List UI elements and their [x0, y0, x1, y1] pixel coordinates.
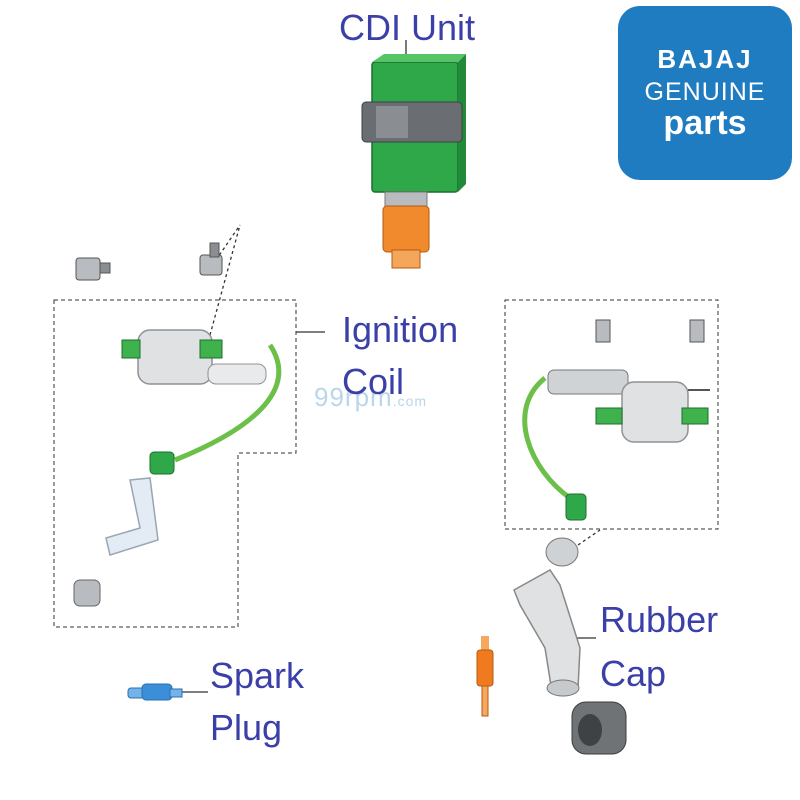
logo-genuine: GENUINE [644, 78, 766, 106]
spark-plug-blue [127, 683, 183, 701]
logo-brand: BAJAJ [657, 44, 753, 74]
bolt-left-2 [199, 242, 223, 276]
watermark-text: 99rpm.com [314, 382, 427, 413]
label-ignition-coil: Ignition Coil [342, 310, 458, 402]
label-spark-plug: Spark Plug [210, 656, 304, 748]
label-spark-text: Spark [210, 655, 305, 696]
label-plug-text: Plug [210, 707, 283, 748]
label-cdi-unit-text: CDI Unit [339, 7, 476, 48]
leader-lines [180, 40, 601, 693]
dashed-group-left [53, 299, 297, 628]
watermark-main: 99rpm [314, 382, 393, 412]
label-rubber-cap: Rubber Cap [600, 600, 718, 694]
rubber-cap-part [513, 537, 627, 755]
logo-parts: parts [663, 104, 747, 142]
ignition-coil-right [522, 319, 710, 521]
ignition-coil-left [73, 329, 282, 607]
spark-plug-orange [476, 636, 494, 717]
label-coil-text: Coil [342, 361, 405, 402]
cdi-unit-part [361, 54, 466, 269]
bajaj-genuine-parts-logo: BAJAJ GENUINE parts [618, 6, 792, 180]
label-cdi-unit: CDI Unit [339, 8, 475, 48]
dashed-group-right [504, 299, 719, 530]
label-cap-text: Cap [600, 653, 667, 694]
label-ignition-text: Ignition [342, 309, 459, 350]
watermark-suffix: .com [392, 393, 428, 409]
label-rubber-text: Rubber [600, 599, 719, 640]
bolt-left-1 [75, 257, 111, 281]
